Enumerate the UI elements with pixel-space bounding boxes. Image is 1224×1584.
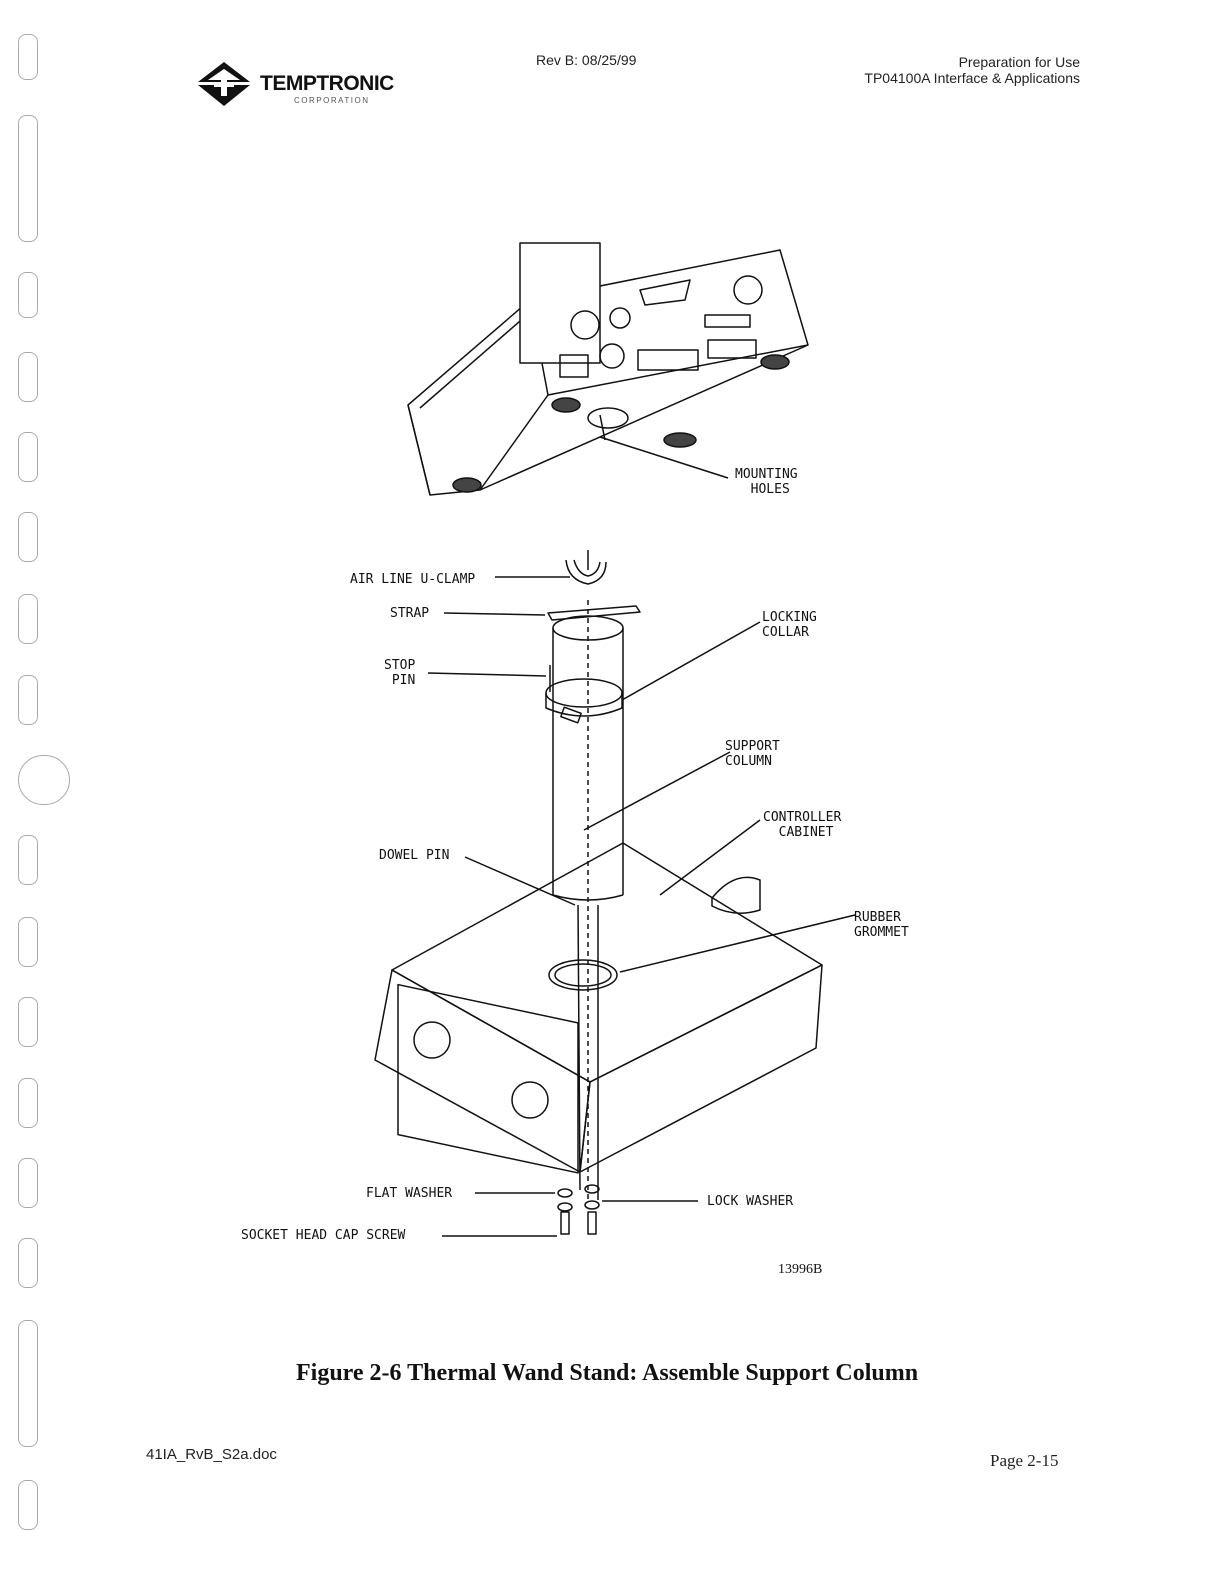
hardware-parts xyxy=(442,1184,698,1237)
callout-dowel-pin: DOWEL PIN xyxy=(379,848,450,863)
logo-subtitle: CORPORATION xyxy=(294,96,370,105)
callout-mounting-holes: MOUNTING HOLES xyxy=(735,467,798,497)
callout-air-line-u-clamp: AIR LINE U-CLAMP xyxy=(350,572,476,587)
logo-name: TEMPTRONIC xyxy=(260,72,394,95)
logo-mark-icon xyxy=(198,62,250,106)
u-clamp xyxy=(495,550,607,585)
strap-part xyxy=(547,605,641,621)
document-title: TP04100A Interface & Applications xyxy=(864,70,1080,86)
callout-lock-washer: LOCK WASHER xyxy=(707,1194,794,1209)
callout-strap: STRAP xyxy=(390,606,430,621)
callout-support-column: SUPPORT COLUMN xyxy=(725,739,780,769)
support-column-part xyxy=(427,600,761,1200)
revision-date: Rev B: 08/25/99 xyxy=(536,52,637,68)
drawing-number: 13996B xyxy=(778,1262,823,1277)
callout-rubber-grommet: RUBBER GROMMET xyxy=(854,910,909,940)
footer-filename: 41IA_RvB_S2a.doc xyxy=(146,1446,277,1463)
callout-controller-cabinet: CONTROLLER CABINET xyxy=(763,810,842,840)
callout-locking-collar: LOCKING COLLAR xyxy=(762,610,817,640)
controller-cabinet-part xyxy=(374,819,856,1200)
inverted-cabinet xyxy=(407,242,809,496)
figure-caption: Figure 2-6 Thermal Wand Stand: Assemble … xyxy=(296,1360,919,1386)
callout-socket-head-cap-screw: SOCKET HEAD CAP SCREW xyxy=(241,1228,406,1243)
callout-stop-pin: STOP PIN xyxy=(384,658,416,688)
page-number: Page 2-15 xyxy=(990,1451,1059,1470)
section-title: Preparation for Use xyxy=(958,54,1080,70)
company-logo: TEMPTRONIC CORPORATION xyxy=(192,58,402,108)
callout-flat-washer: FLAT WASHER xyxy=(366,1186,453,1201)
